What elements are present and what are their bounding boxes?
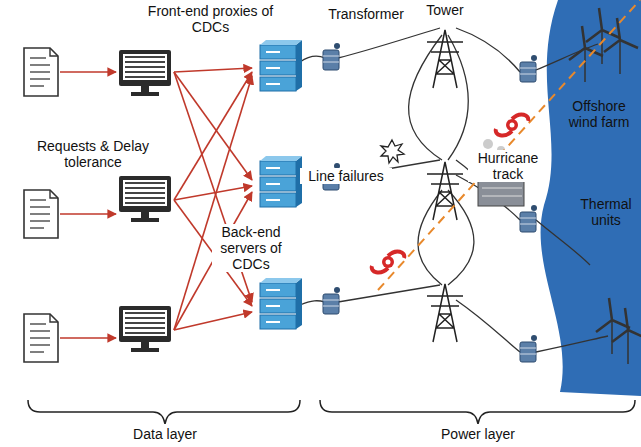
- transformer-label: Transformer: [322, 6, 410, 22]
- sea-region: [541, 0, 641, 396]
- request-label: Requests & Delay tolerance: [32, 138, 154, 170]
- data-brace: [28, 400, 300, 424]
- failure-star: [381, 140, 404, 163]
- thermal-label: Thermal units: [576, 196, 636, 228]
- wind-farm-label: Offshore wind farm: [562, 98, 636, 130]
- failure-label: Line failures: [300, 168, 392, 184]
- power-brace: [320, 400, 635, 424]
- tower-label: Tower: [418, 2, 472, 18]
- proxy-label: Front-end proxies of CDCs: [128, 3, 293, 35]
- hurricane-label: Hurricane track: [468, 150, 548, 182]
- request-arrows: [60, 68, 252, 338]
- power-lines: [300, 28, 608, 352]
- layer-label: Data layer: [120, 426, 210, 442]
- server-label: Back-end servers of CDCs: [212, 224, 290, 272]
- hurricane-track: [378, 0, 640, 290]
- layer-label: Power layer: [430, 426, 526, 442]
